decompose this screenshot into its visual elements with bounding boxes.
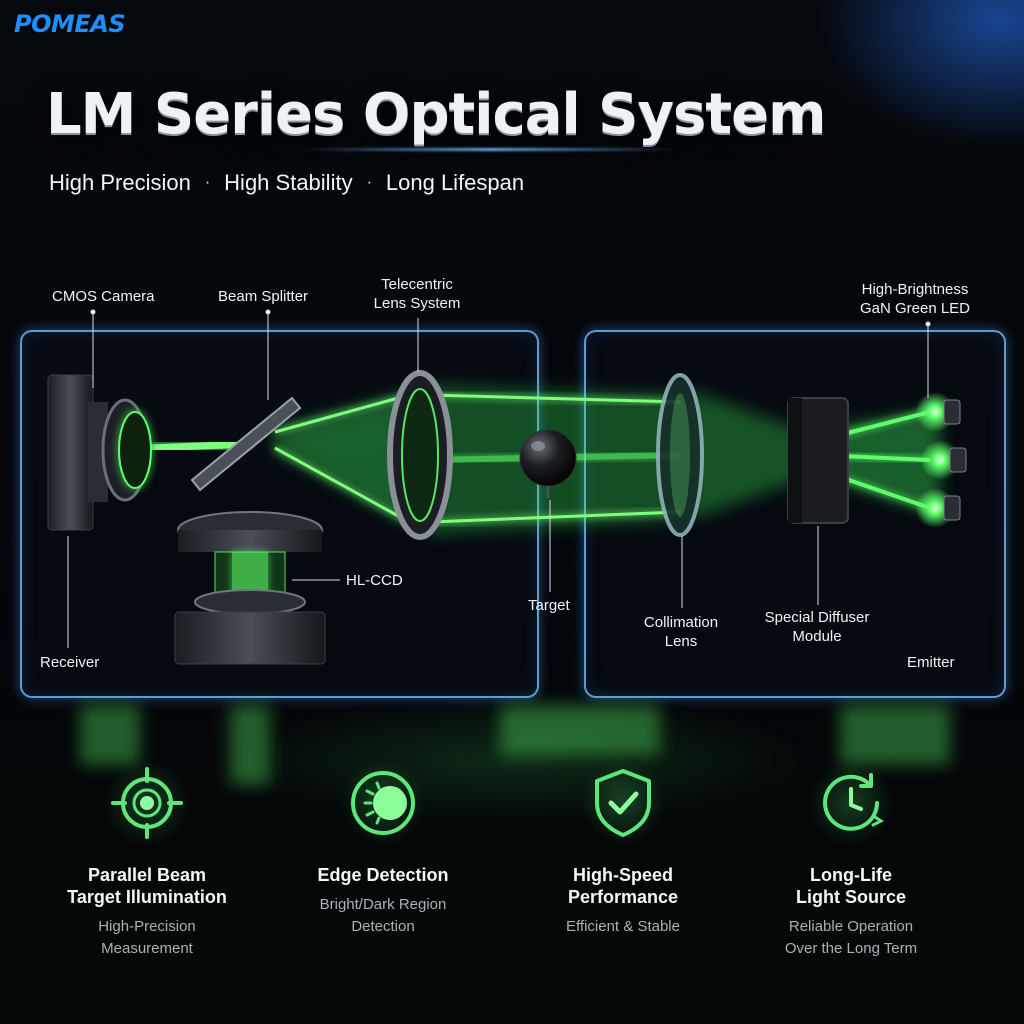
feature-desc-line2: Over the Long Term bbox=[784, 940, 918, 957]
label-diffuser-line2: Module bbox=[792, 628, 842, 645]
label-collimation-line2: Lens bbox=[664, 633, 698, 650]
label-collimation-line1: Collimation bbox=[643, 614, 719, 631]
feature-title: High-Speed Performance bbox=[513, 864, 733, 908]
feature-title: Long-Life Light Source bbox=[741, 864, 961, 908]
collimation-lens bbox=[656, 373, 704, 537]
feature-description: High-Precision Measurement bbox=[37, 916, 257, 960]
floor-reflections bbox=[80, 705, 950, 785]
telecentric-lens bbox=[387, 370, 453, 540]
feature-title-line1: High-Speed bbox=[572, 865, 673, 885]
feature-title: Parallel Beam Target Illumination bbox=[37, 864, 257, 908]
feature-desc-line1: Bright/Dark Region bbox=[319, 896, 447, 913]
label-cmos-camera: CMOS Camera bbox=[52, 288, 155, 305]
feature-title-line2: Performance bbox=[567, 887, 679, 907]
feature-high-speed: High-Speed Performance Efficient & Stabl… bbox=[513, 760, 733, 938]
label-target: Target bbox=[528, 597, 570, 614]
label-collimation-lens: Collimation Lens bbox=[635, 613, 727, 651]
feature-title-line1: Long-Life bbox=[810, 865, 892, 885]
feature-title-line2: Light Source bbox=[795, 887, 906, 907]
feature-desc-line1: High-Precision bbox=[98, 918, 196, 935]
feature-title: Edge Detection bbox=[273, 864, 493, 886]
hl-ccd-assembly bbox=[174, 511, 326, 665]
feature-desc-line1: Reliable Operation bbox=[788, 918, 914, 935]
target-sphere bbox=[519, 429, 577, 498]
beam-splitter bbox=[190, 396, 302, 492]
subtitle-item-stability: High Stability bbox=[224, 170, 353, 195]
label-beam-splitter: Beam Splitter bbox=[218, 288, 309, 305]
feature-desc-line2: Measurement bbox=[101, 940, 193, 957]
feature-edge-detection: Edge Detection Bright/Dark Region Detect… bbox=[273, 760, 493, 938]
feature-title-line2: Target Illumination bbox=[67, 887, 227, 907]
leader-lines bbox=[67, 309, 931, 648]
cmos-camera bbox=[47, 374, 152, 531]
diffuser-module bbox=[787, 397, 849, 524]
label-led-line1: High-Brightness bbox=[861, 281, 969, 298]
label-telecentric-line2: Lens System bbox=[373, 295, 461, 312]
label-diffuser-module: Special Diffuser Module bbox=[762, 608, 872, 646]
feature-title-line1: Edge Detection bbox=[317, 865, 449, 885]
subtitle-item-precision: High Precision bbox=[49, 170, 191, 195]
label-green-led: High-Brightness GaN Green LED bbox=[855, 280, 975, 318]
shield-check-icon bbox=[580, 760, 666, 846]
label-led-line2: GaN Green LED bbox=[859, 300, 971, 317]
page-title: LM Series Optical System bbox=[46, 82, 826, 147]
brand-logo: POMEAS bbox=[14, 10, 126, 38]
label-hl-ccd: HL-CCD bbox=[346, 572, 403, 589]
edge-detection-icon bbox=[340, 760, 426, 846]
feature-description: Reliable Operation Over the Long Term bbox=[741, 916, 961, 960]
label-diffuser-line1: Special Diffuser bbox=[764, 609, 870, 626]
feature-description: Efficient & Stable bbox=[513, 916, 733, 938]
subtitle-separator: · bbox=[204, 174, 211, 191]
label-telecentric-lens: Telecentric Lens System bbox=[372, 275, 462, 313]
title-glow-line bbox=[300, 148, 680, 151]
subtitle: High Precision · High Stability · Long L… bbox=[49, 170, 524, 196]
feature-title-line1: Parallel Beam bbox=[87, 865, 207, 885]
feature-description: Bright/Dark Region Detection bbox=[273, 894, 493, 938]
feature-desc-line1: Efficient & Stable bbox=[566, 918, 680, 935]
feature-desc-line2: Detection bbox=[351, 918, 415, 935]
green-leds bbox=[915, 392, 967, 528]
feature-parallel-beam: Parallel Beam Target Illumination High-P… bbox=[37, 760, 257, 960]
subtitle-separator: · bbox=[366, 174, 372, 191]
label-telecentric-line1: Telecentric bbox=[381, 276, 453, 293]
label-emitter: Emitter bbox=[907, 654, 955, 671]
label-receiver: Receiver bbox=[40, 654, 100, 671]
subtitle-item-lifespan: Long Lifespan bbox=[385, 170, 525, 195]
feature-long-life: Long-Life Light Source Reliable Operatio… bbox=[741, 760, 961, 960]
clock-refresh-icon bbox=[808, 760, 894, 846]
target-crosshair-icon bbox=[104, 760, 190, 846]
